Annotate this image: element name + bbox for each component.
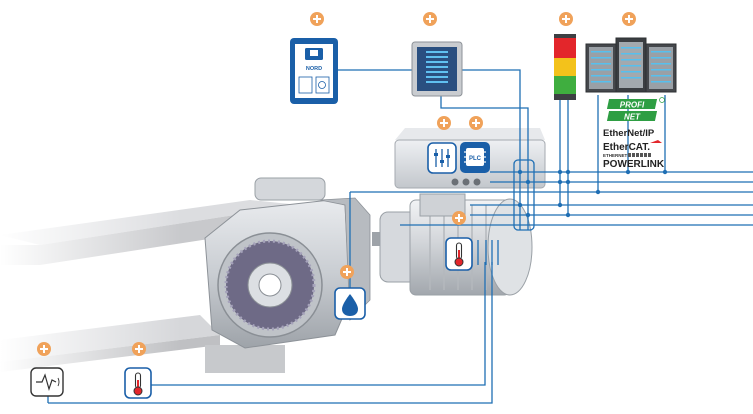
sliders-settings-icon[interactable] (427, 142, 457, 174)
plus-marker-settings[interactable] (437, 116, 451, 130)
plc-chip-icon[interactable]: PLC (460, 142, 490, 173)
protocol-logos: PROFI NET EtherNet/IP EtherCAT. ETHERNET… (603, 97, 665, 170)
plus-marker-plc[interactable] (469, 116, 483, 130)
profinet-logo: PROFI NET (606, 97, 665, 122)
tablet-app[interactable]: NORD (290, 38, 338, 104)
ambient-thermometer-icon[interactable] (124, 367, 152, 399)
vibration-sensor-icon[interactable] (30, 367, 64, 397)
powerlink-top-text: ETHERNET (603, 153, 628, 158)
ethercat-suffix-text: CAT. (629, 142, 651, 153)
signal-tower-light[interactable] (554, 34, 576, 100)
profinet-top-text: PROFI (620, 101, 645, 110)
plus-marker-ambient-temp[interactable] (132, 342, 146, 356)
plus-marker-signal-tower[interactable] (559, 12, 573, 26)
ethercat-prefix-text: Ether (603, 142, 629, 153)
tablet-brand-label: NORD (306, 66, 322, 72)
plus-marker-plc-cabinet[interactable] (622, 12, 636, 26)
powerlink-logo: ETHERNET POWERLINK (603, 153, 665, 170)
plus-marker-control-panel[interactable] (423, 12, 437, 26)
ethernet-ip-text: EtherNet/IP (603, 128, 655, 139)
plus-marker-vibration[interactable] (37, 342, 51, 356)
powerlink-bottom-text: POWERLINK (603, 159, 665, 170)
svg-text:EtherCAT.: EtherCAT. (603, 142, 650, 153)
plc-label: PLC (469, 156, 482, 162)
plc-cabinet[interactable] (585, 37, 677, 93)
plus-marker-motor-temp[interactable] (452, 211, 466, 225)
motor-thermometer-icon[interactable] (445, 237, 473, 271)
wire-coupler (513, 159, 535, 231)
oil-drop-icon[interactable] (334, 287, 366, 320)
plus-marker-tablet[interactable] (310, 12, 324, 26)
plus-markers (37, 12, 636, 356)
control-panel[interactable] (411, 41, 463, 97)
ethercat-logo: EtherCAT. (603, 140, 662, 153)
wire-junctions (517, 169, 668, 218)
gearbox (204, 177, 371, 349)
profinet-bottom-text: NET (624, 113, 641, 122)
plus-marker-oil[interactable] (340, 265, 354, 279)
